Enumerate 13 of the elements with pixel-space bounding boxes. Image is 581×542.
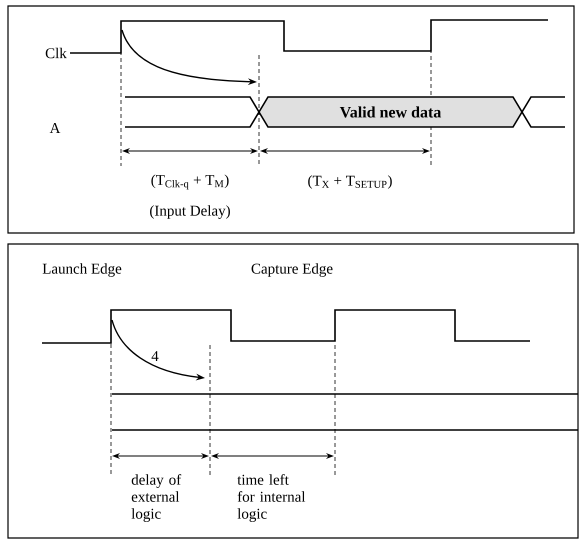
edge-heading: Launch Edge xyxy=(42,263,122,277)
timing-formula: (T$_{X}$ + T$_{SETUP}$) xyxy=(308,175,392,189)
delay-number: 4 xyxy=(152,351,159,361)
interval-caption: delay of external logic xyxy=(132,474,182,522)
signal-name: Clk xyxy=(46,48,67,58)
data-window: Valid new data xyxy=(258,96,523,128)
timing-formula: (T$_{Clk-q}$ + T$_{M}$) xyxy=(151,174,229,190)
interval-caption: time left for internal logic xyxy=(237,474,306,522)
panel-frame xyxy=(7,243,579,539)
panel-frame xyxy=(7,5,575,234)
signal-name: A xyxy=(50,123,60,133)
edge-heading: Capture Edge xyxy=(252,263,333,277)
timing-caption: (Input Delay) xyxy=(150,205,230,219)
